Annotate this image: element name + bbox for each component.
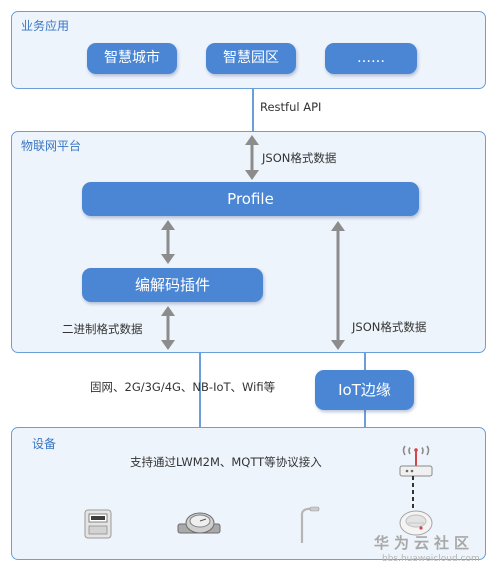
business-layer-title: 业务应用 <box>21 19 70 33</box>
network-connector-line <box>199 353 201 427</box>
street-lamp-icon <box>300 506 320 543</box>
platform-layer: 物联网平台 <box>11 131 486 353</box>
water-meter-icon <box>177 512 221 534</box>
protocol-label: 支持通过LWM2M、MQTT等协议接入 <box>130 455 322 469</box>
smoke-detector-icon <box>399 510 433 536</box>
router-icon <box>399 445 433 477</box>
app-more: …… <box>325 43 417 74</box>
watermark-url: bbs.huaweicloud.com <box>382 554 480 564</box>
device-layer-title: 设备 <box>32 437 57 451</box>
json-top-label: JSON格式数据 <box>262 151 337 165</box>
watermark-text: 华为云社区 <box>374 534 475 552</box>
json-top-arrow <box>245 135 259 180</box>
network-label: 固网、2G/3G/4G、NB-IoT、Wifi等 <box>90 380 276 394</box>
binary-data-arrow <box>161 306 175 350</box>
edge-connector-top-line <box>364 353 366 370</box>
edge-connector-bottom-line <box>364 410 366 427</box>
restful-connector-line <box>252 89 254 131</box>
profile-box: Profile <box>82 182 419 216</box>
platform-layer-title: 物联网平台 <box>21 139 82 153</box>
profile-codec-arrow <box>161 220 175 264</box>
codec-plugin-box: 编解码插件 <box>82 268 263 302</box>
gas-meter-icon <box>84 509 112 539</box>
iot-edge-box: IoT边缘 <box>315 370 414 410</box>
json-right-label: JSON格式数据 <box>352 320 427 334</box>
app-smart-city: 智慧城市 <box>87 43 177 74</box>
app-smart-park: 智慧园区 <box>206 43 296 74</box>
binary-data-label: 二进制格式数据 <box>62 322 143 336</box>
router-link-dashed-line <box>412 476 414 510</box>
restful-api-label: Restful API <box>260 100 322 114</box>
json-right-arrow <box>331 221 345 350</box>
